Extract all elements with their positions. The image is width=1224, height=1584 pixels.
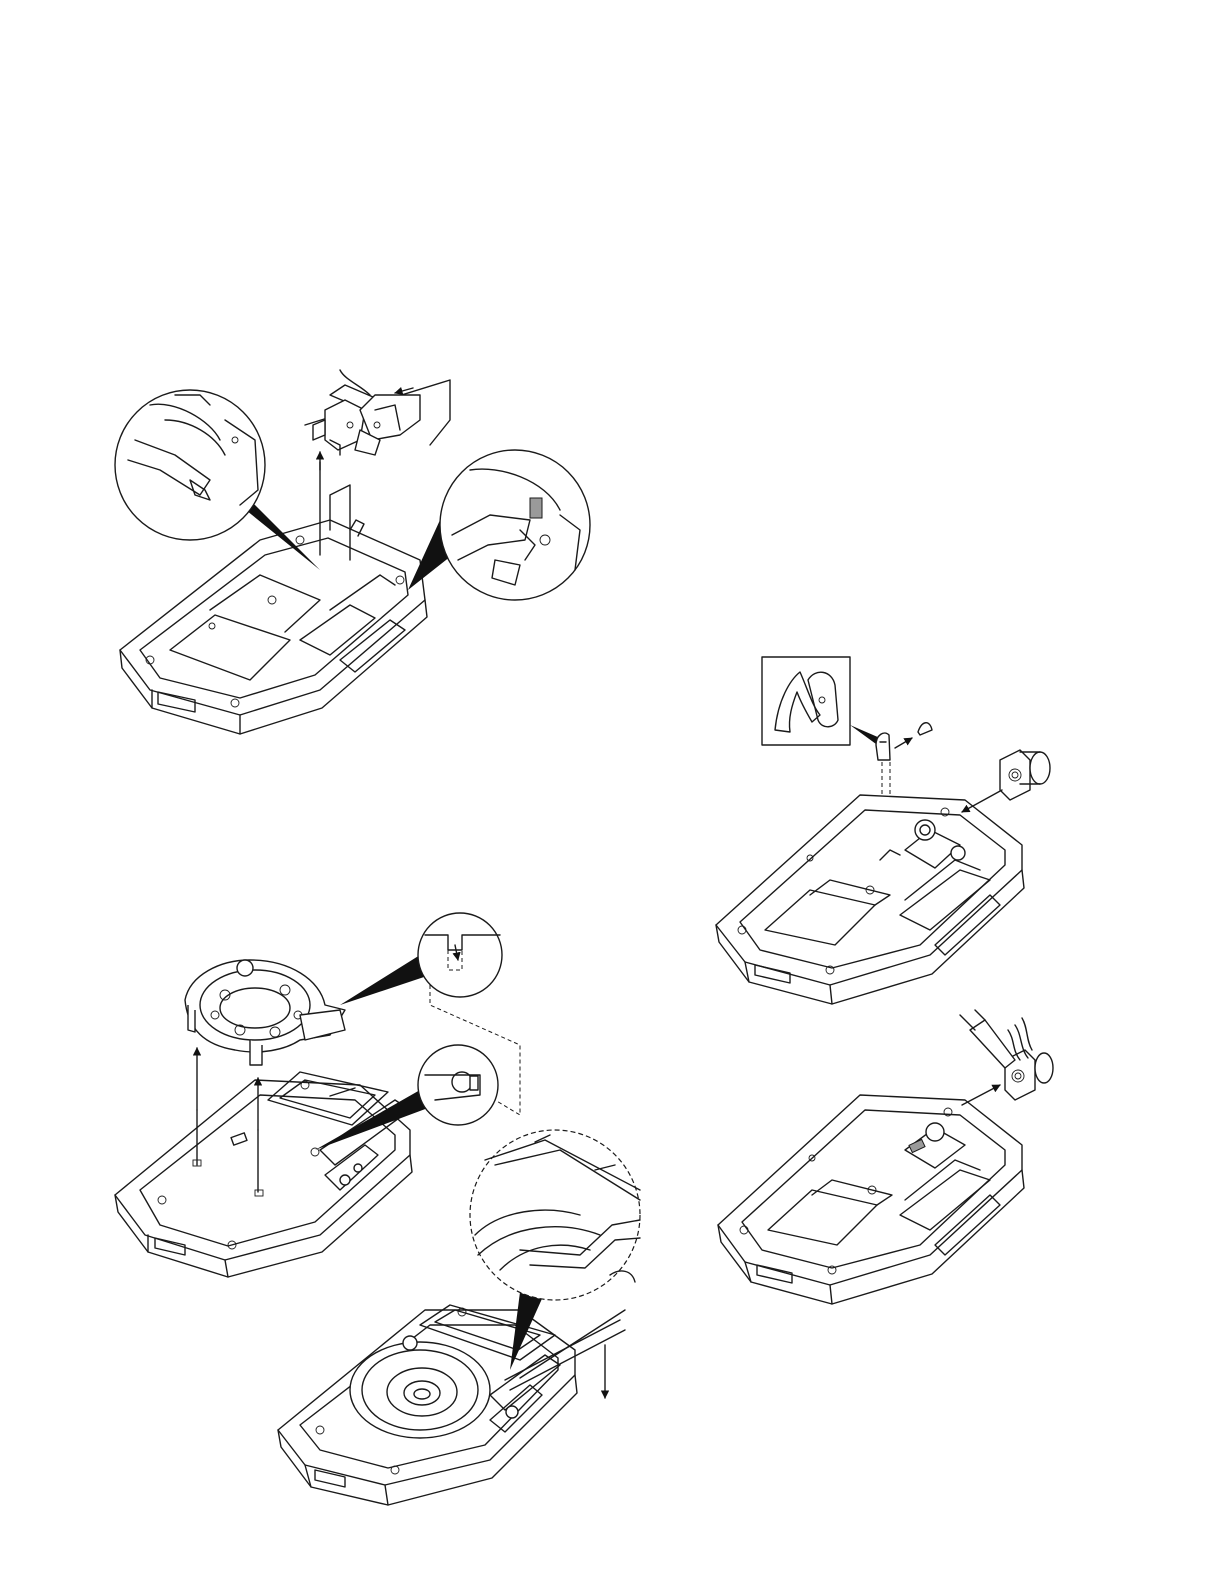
figure-1-speaker-jack-removal [115, 370, 590, 734]
magnifier-callout-icon [408, 450, 590, 600]
right-arrow-icon [962, 1085, 1000, 1105]
radio-chassis [716, 795, 1024, 1004]
figure-5-jack-installation [718, 1010, 1053, 1304]
figure-4-clip-and-jack-removal [716, 657, 1050, 1004]
radio-chassis [718, 1095, 1024, 1304]
radio-chassis [115, 1072, 412, 1277]
magnifier-callout-icon [340, 913, 502, 1005]
magnifier-callout-icon [115, 390, 320, 570]
right-arrow-icon [895, 738, 912, 748]
speaker-jack-assembly [305, 370, 450, 455]
figure-2-speaker-holder-removal [115, 913, 520, 1277]
speaker-holder-bracket [185, 960, 345, 1065]
left-arrow-icon [962, 790, 1002, 812]
radio-chassis [120, 520, 427, 734]
inset-box-icon [762, 657, 850, 745]
speaker-jack [1000, 750, 1050, 800]
